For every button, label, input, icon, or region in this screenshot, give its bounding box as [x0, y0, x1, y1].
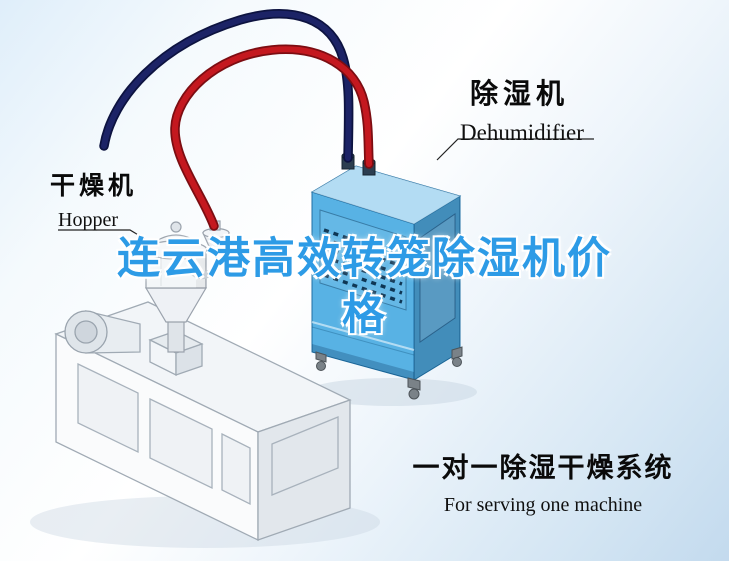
- cyclone-elbow-pipe: [189, 258, 221, 280]
- return-air-hose-casing: [99, 9, 354, 163]
- dehumidifier-shadow: [307, 378, 477, 406]
- watermark-line2: 格: [342, 289, 387, 340]
- hopper-label: 干燥机 Hopper: [50, 166, 137, 232]
- return-air-hose: [99, 9, 354, 163]
- extruder-machine: [54, 301, 352, 542]
- cabinet-top-highlight: [312, 166, 460, 224]
- casters: [315, 346, 463, 400]
- extruder-panel: [221, 432, 251, 506]
- hopper-lid: [144, 240, 208, 260]
- system-label-zh: 一对一除湿干燥系统: [412, 453, 674, 484]
- extruder-end-face: [257, 399, 351, 541]
- hopper-top-knob: [170, 221, 182, 233]
- leader-line-dehumidifier: [436, 138, 594, 161]
- hot-air-hose: [170, 44, 374, 231]
- extruder-panel: [149, 397, 213, 490]
- leader-line-hopper: [58, 229, 151, 243]
- hopper-label-en: Hopper: [58, 209, 118, 231]
- cabinet-trim-line: [311, 326, 415, 356]
- cabinet-trim-line: [311, 321, 415, 351]
- dehumidifier-label-en: Dehumidifier: [460, 120, 584, 145]
- dehumidifier-label: 除湿机 Dehumidifier: [460, 72, 584, 146]
- cabinet-base-strip: [312, 344, 414, 380]
- extruder-end-panel: [271, 416, 339, 496]
- door-handle: [446, 238, 450, 265]
- system-label: 一对一除湿干燥系统 For serving one machine: [386, 446, 700, 517]
- dehumidifier-label-zh: 除湿机: [470, 77, 570, 110]
- vent-grille: [323, 228, 403, 304]
- extruder-motor-hub: [74, 320, 98, 344]
- dehumidifier-cabinet: [310, 152, 463, 400]
- watermark-line1: 连云港高效转笼除湿机价: [117, 234, 612, 284]
- watermark-title: 连云港高效转笼除湿机价 格: [58, 232, 671, 344]
- hot-air-hose-body: [171, 46, 372, 229]
- extruder-panel: [77, 362, 139, 454]
- hopper-label-zh: 干燥机: [50, 171, 138, 200]
- system-label-en: For serving one machine: [443, 494, 643, 516]
- drying-hopper: [143, 220, 230, 353]
- return-air-hose-body: [101, 10, 352, 161]
